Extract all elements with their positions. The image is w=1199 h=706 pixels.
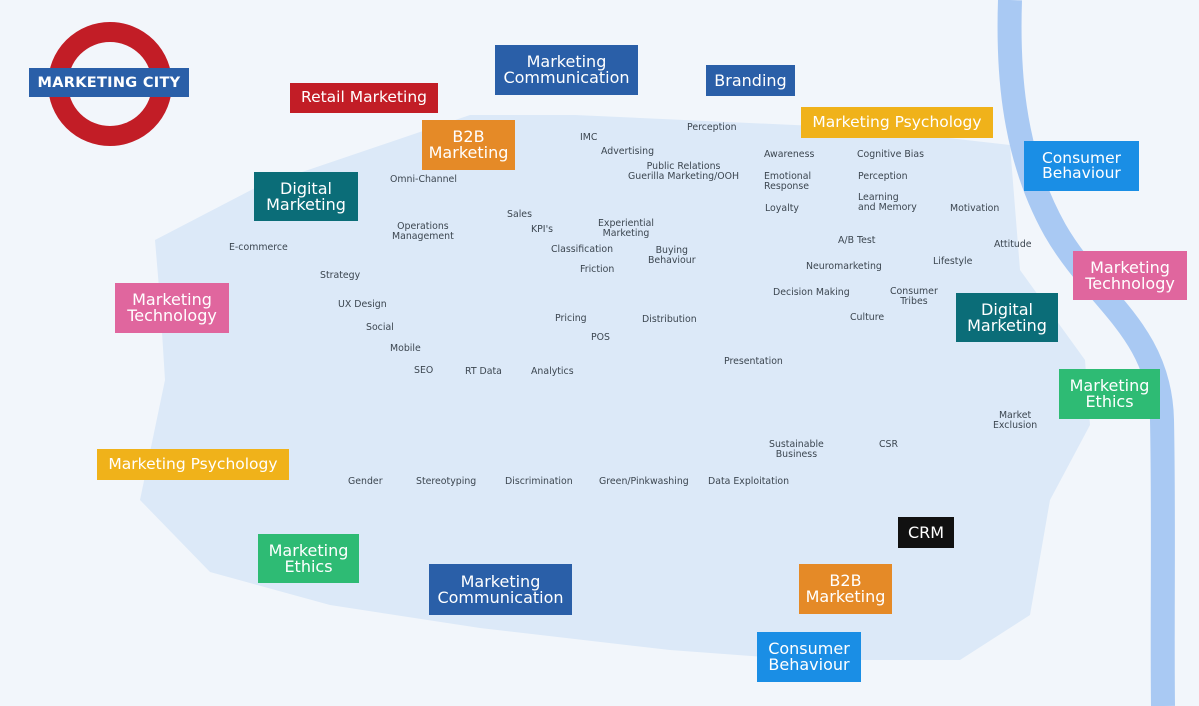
district-digital-marketing[interactable]: Digital Marketing: [956, 293, 1058, 342]
street-label: E-commerce: [229, 242, 288, 253]
district-b2b-marketing[interactable]: B2B Marketing: [799, 564, 892, 614]
street-label: Lifestyle: [933, 256, 973, 267]
street-label: Awareness: [764, 149, 815, 160]
street-label: Decision Making: [773, 287, 850, 298]
street-label: Omni-Channel: [390, 174, 457, 185]
street-label: Presentation: [724, 356, 783, 367]
street-label: Sales: [507, 209, 532, 220]
street-label: Social: [366, 322, 394, 333]
street-label: Consumer Tribes: [890, 286, 938, 307]
street-label: Perception: [858, 171, 908, 182]
street-label: RT Data: [465, 366, 502, 377]
street-label: Mobile: [390, 343, 421, 354]
street-label: Sustainable Business: [769, 439, 824, 460]
street-label: Advertising: [601, 146, 655, 157]
street-label: Culture: [850, 312, 885, 323]
street-label: Analytics: [531, 366, 574, 377]
street-label: Loyalty: [765, 203, 799, 214]
street-label: Motivation: [950, 203, 1000, 214]
district-marketing-communication[interactable]: Marketing Communication: [429, 564, 572, 615]
district-digital-marketing[interactable]: Digital Marketing: [254, 172, 358, 221]
street-label: Experiential Marketing: [598, 218, 654, 239]
street-label: Attitude: [994, 239, 1032, 250]
street-label: Cognitive Bias: [857, 149, 925, 160]
district-marketing-technology[interactable]: Marketing Technology: [1073, 251, 1187, 300]
street-label: Gender: [348, 476, 383, 487]
street-label: Discrimination: [505, 476, 573, 487]
district-crm[interactable]: CRM: [898, 517, 954, 548]
street-label: Buying Behaviour: [648, 245, 696, 266]
street-label: Strategy: [320, 270, 361, 281]
district-marketing-psychology[interactable]: Marketing Psychology: [801, 107, 993, 138]
street-label: Friction: [580, 264, 615, 275]
street-label: CSR: [879, 439, 899, 450]
street-label: A/B Test: [838, 235, 876, 246]
street-label: Pricing: [555, 313, 587, 324]
street-label: KPI's: [531, 224, 554, 235]
street-label: SEO: [414, 365, 434, 376]
district-marketing-technology[interactable]: Marketing Technology: [115, 283, 229, 333]
street-label: Perception: [687, 122, 737, 133]
district-marketing-communication[interactable]: Marketing Communication: [495, 45, 638, 95]
street-label: Green/Pinkwashing: [599, 476, 689, 487]
street-label: Public Relations Guerilla Marketing/OOH: [628, 161, 740, 182]
street-label: Distribution: [642, 314, 697, 325]
street-label: POS: [591, 332, 610, 343]
street-label: Classification: [551, 244, 614, 255]
district-b2b-marketing[interactable]: B2B Marketing: [422, 120, 515, 170]
street-label: Market Exclusion: [993, 410, 1038, 431]
street-label: IMC: [580, 132, 598, 143]
street-label: Stereotyping: [416, 476, 477, 487]
street-label: Operations Management: [392, 221, 454, 242]
city-area: [140, 115, 1090, 660]
district-retail-marketing[interactable]: Retail Marketing: [290, 83, 438, 113]
district-consumer-behaviour[interactable]: Consumer Behaviour: [757, 632, 861, 682]
district-marketing-ethics[interactable]: Marketing Ethics: [1059, 369, 1160, 419]
logo-title: MARKETING CITY: [29, 68, 189, 97]
river: [997, 0, 1175, 706]
street-label: Emotional Response: [764, 171, 812, 192]
street-label: Neuromarketing: [806, 261, 882, 272]
street-label: UX Design: [338, 299, 387, 310]
district-consumer-behaviour[interactable]: Consumer Behaviour: [1024, 141, 1139, 191]
district-marketing-psychology[interactable]: Marketing Psychology: [97, 449, 289, 480]
street-label: Learning and Memory: [858, 192, 917, 213]
street-label: Data Exploitation: [708, 476, 790, 487]
district-marketing-ethics[interactable]: Marketing Ethics: [258, 534, 359, 583]
district-branding[interactable]: Branding: [706, 65, 795, 96]
